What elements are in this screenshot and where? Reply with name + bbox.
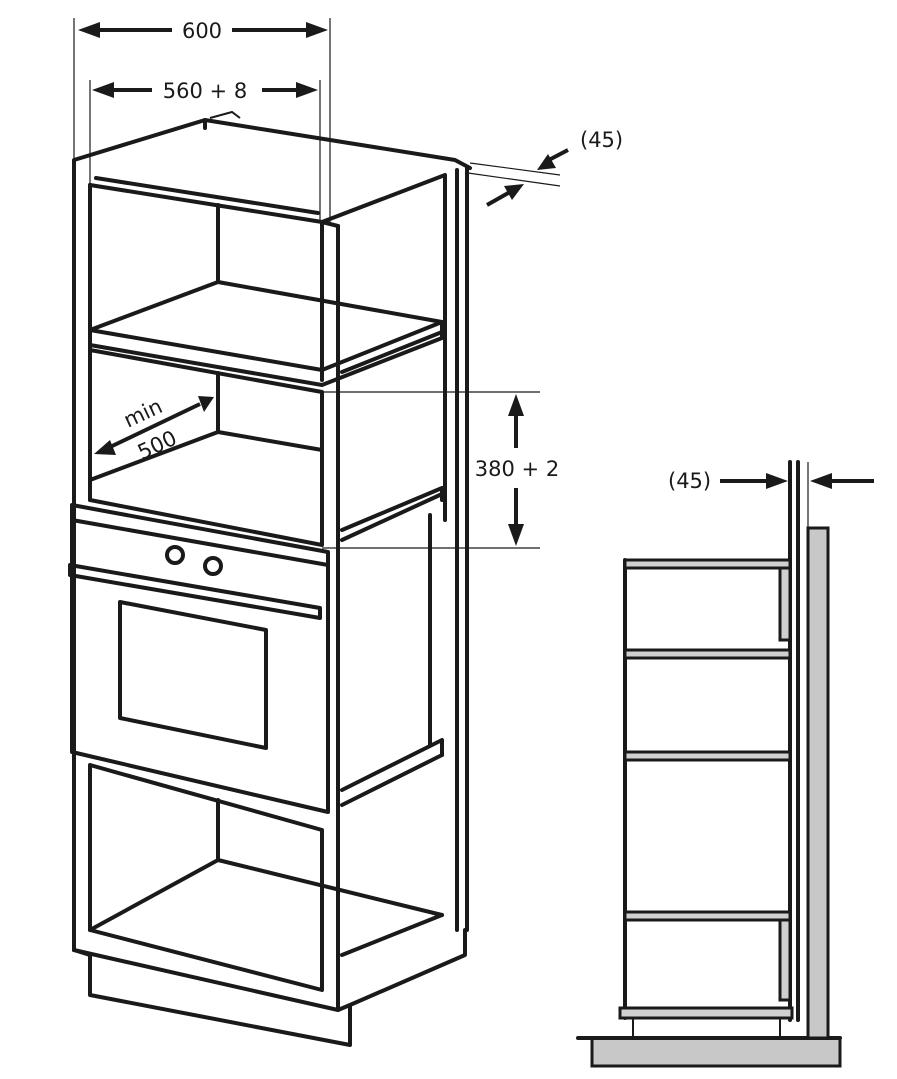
oven-front [70, 503, 330, 814]
oven-knob-right [203, 556, 223, 576]
oven-window [118, 600, 268, 750]
dimension-niche-height: 380 + 2 [322, 391, 559, 549]
ventilation-top-label: (45) [580, 128, 623, 152]
oven-side-line-2 [340, 753, 444, 807]
shelf-2 [623, 648, 792, 660]
ventilation-side-label: (45) [668, 469, 711, 493]
width-niche-label: 560 + 8 [163, 79, 247, 103]
oven-side-line [340, 738, 444, 792]
tall-cabinet-drawing [68, 110, 472, 1047]
right-side-shelf-line [340, 330, 444, 374]
dimension-ventilation-top: (45) [467, 128, 623, 207]
oven-panel-line [70, 518, 330, 567]
bottom-niche-frame [88, 763, 324, 992]
niche-side-block [778, 566, 792, 642]
floor [590, 1036, 842, 1068]
shelf-3 [623, 750, 792, 762]
bottom-niche-floor [88, 858, 444, 932]
microwave-niche-floor [88, 430, 324, 482]
cabinet-top-lip [209, 110, 241, 119]
plinth-right [336, 928, 467, 1012]
width-outer-label: 600 [182, 19, 222, 43]
dimension-depth-min: min 500 [94, 394, 214, 465]
niche-height-label: 380 + 2 [475, 457, 559, 481]
oven-handle [68, 563, 322, 620]
plinth-front [72, 948, 352, 1047]
side-section-drawing [576, 460, 842, 1068]
niche-bottom-right-line [340, 492, 444, 542]
shelf-4 [623, 910, 792, 922]
shelf-1 [623, 558, 792, 570]
bottom-side-block [778, 918, 792, 1002]
bottom-side-line [340, 913, 444, 957]
shelf-bottom [618, 1006, 794, 1020]
depth-min-word: min [120, 394, 166, 432]
rear-wall [806, 526, 830, 1040]
dimension-ventilation-side: (45) [668, 462, 874, 528]
upper-niche-top-rail [94, 176, 320, 215]
niche-bottom-right-lip [340, 486, 444, 532]
dimension-width-niche: 560 + 8 [89, 79, 321, 222]
microwave-niche-frame [88, 348, 324, 547]
dimension-width-outer: 600 [73, 18, 331, 226]
cabinet-top-outline [72, 118, 472, 170]
right-side-upper [320, 173, 447, 522]
cabinet-base-edge [72, 948, 340, 1012]
oven-knob-left [165, 545, 185, 565]
